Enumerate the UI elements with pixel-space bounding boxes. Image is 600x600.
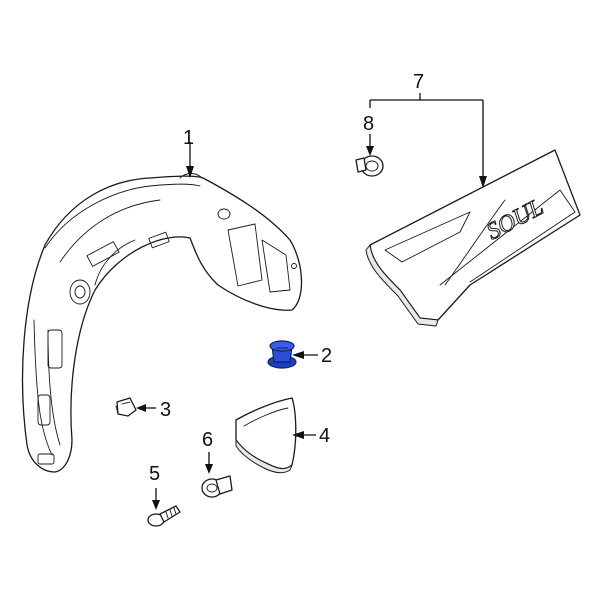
- push-clip-highlighted[interactable]: [267, 340, 297, 369]
- fender-liner[interactable]: [21, 173, 303, 473]
- callout-1: 1: [183, 127, 194, 149]
- callout-3: 3: [160, 399, 171, 421]
- screw[interactable]: [147, 505, 181, 527]
- mud-guard[interactable]: [235, 397, 297, 474]
- callout-6: 6: [202, 429, 213, 451]
- grommet-clip[interactable]: [201, 475, 233, 498]
- nut-clip[interactable]: [115, 397, 137, 417]
- callout-4: 4: [319, 425, 330, 447]
- callout-5: 5: [149, 463, 160, 485]
- callout-8: 8: [363, 113, 374, 135]
- side-moulding[interactable]: SOUL: [365, 149, 581, 327]
- callout-7: 7: [413, 71, 424, 93]
- clip-nut[interactable]: [355, 155, 384, 177]
- callout-2: 2: [321, 345, 332, 367]
